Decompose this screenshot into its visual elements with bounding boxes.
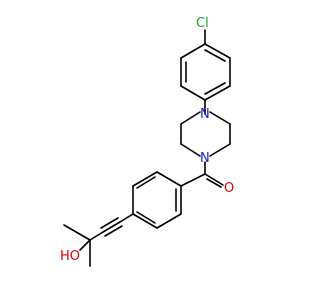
chlorine-label: Cl xyxy=(196,16,209,31)
molecule-canvas: Cl N N O HO xyxy=(60,16,234,267)
oxygen-carbonyl-label: O xyxy=(224,181,234,196)
chlorophenyl-ring xyxy=(180,43,231,101)
aryl-alkyne-bond xyxy=(119,213,134,223)
carbonyl-double-bond xyxy=(204,173,224,188)
piperazine-ring xyxy=(180,111,231,157)
hydroxyl-label: HO xyxy=(60,249,80,264)
carbonyl-aryl-bond xyxy=(180,173,206,187)
structure-diagram: Cl N N O HO xyxy=(60,16,234,267)
benzene-ring xyxy=(132,171,182,229)
carbinol-bonds xyxy=(63,224,104,267)
alkyne-triple-bond xyxy=(100,217,123,237)
nitrogen-bottom-label: N xyxy=(200,151,210,166)
nitrogen-top-label: N xyxy=(200,107,210,122)
